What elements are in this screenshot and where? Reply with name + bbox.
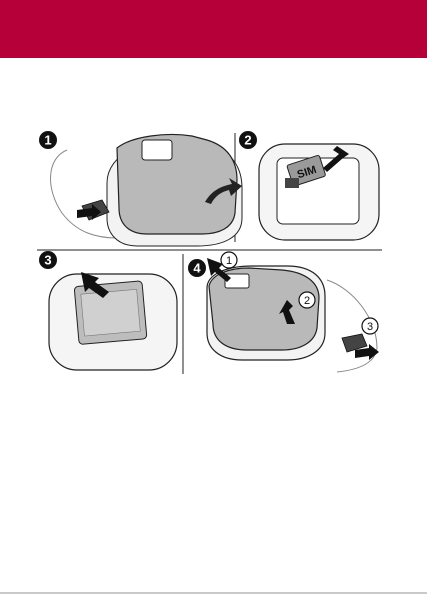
step-1-panel: 1 (39, 131, 242, 246)
cover-window (142, 140, 172, 160)
callout-2-number: 2 (304, 295, 310, 307)
footer-rule (0, 592, 427, 594)
sim-slot (285, 178, 299, 188)
callout-1-number: 1 (226, 255, 232, 267)
step-4-number: 4 (193, 261, 201, 276)
step-2-panel: 2 SIM (239, 131, 379, 240)
header-band (0, 0, 427, 58)
callout-3-number: 3 (367, 321, 373, 333)
step-3-panel: 3 (39, 251, 177, 370)
step-3-number: 3 (44, 253, 51, 268)
assembly-illustration: 1 2 SIM 3 (37, 128, 382, 376)
step-2-number: 2 (244, 133, 251, 148)
step-1-number: 1 (44, 133, 51, 148)
step-4-panel: 4 1 2 3 (188, 252, 379, 372)
back-cover (117, 135, 237, 235)
